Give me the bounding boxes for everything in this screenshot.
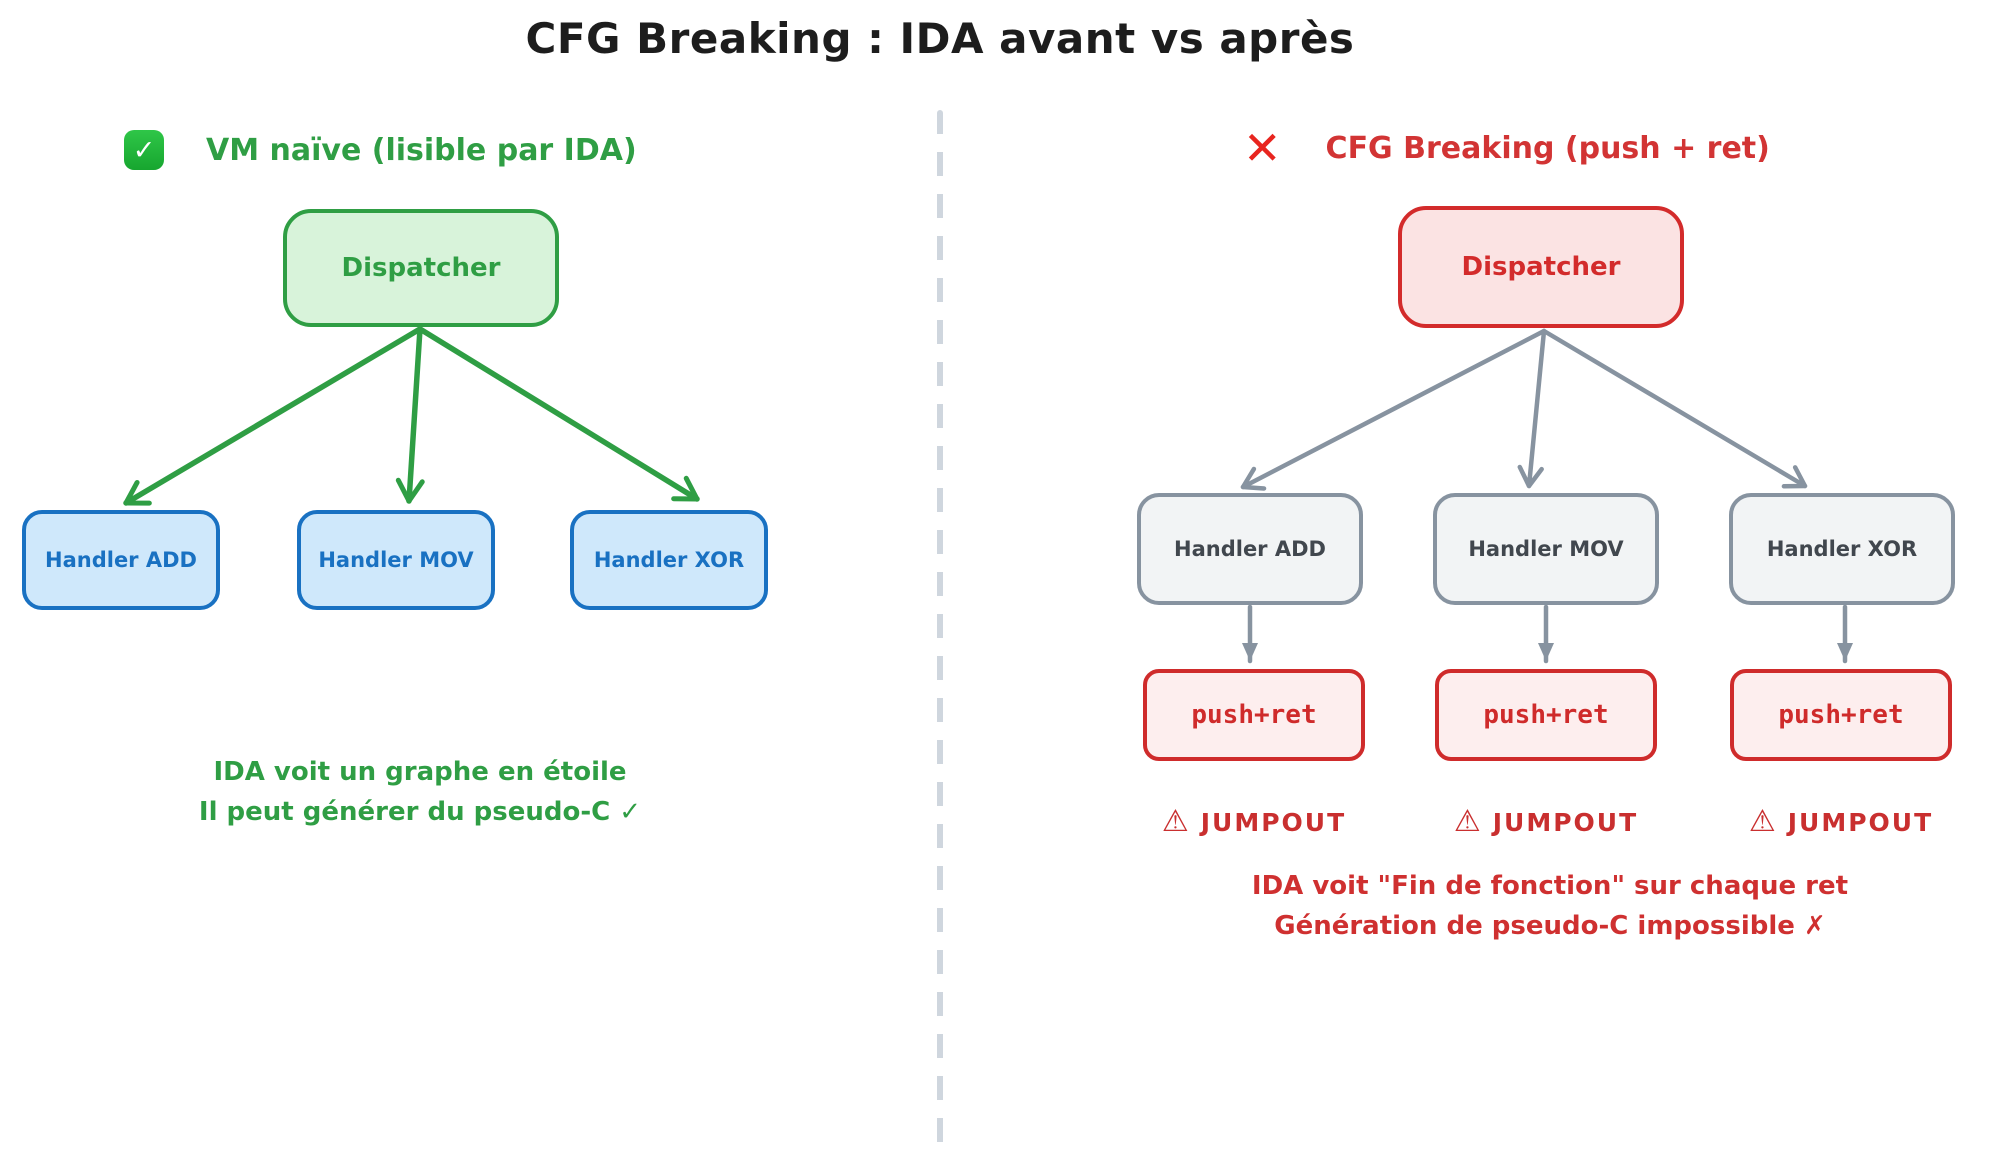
node-dispatcher-left: Dispatcher xyxy=(283,209,559,327)
left-panel-title: VM naïve (lisible par IDA) xyxy=(206,132,637,168)
node-pushret-xor: push+ret xyxy=(1730,669,1952,761)
node-handler-mov-left-label: Handler MOV xyxy=(318,548,474,572)
node-pushret-add: push+ret xyxy=(1143,669,1365,761)
right-panel-title: CFG Breaking (push + ret) xyxy=(1325,130,1770,166)
node-handler-add-right: Handler ADD xyxy=(1137,493,1363,605)
node-handler-xor-left: Handler XOR xyxy=(570,510,768,610)
jumpout-label-xor: ⚠ JUMPOUT xyxy=(1691,802,1991,842)
arrow-right-dispatcher-to-handler-mov xyxy=(1517,328,1547,489)
warning-icon: ⚠ xyxy=(1161,804,1189,839)
left-note-line2: Il peut générer du pseudo-C ✓ xyxy=(198,797,642,827)
left-note-line1: IDA voit un graphe en étoile xyxy=(213,757,627,787)
node-dispatcher-right: Dispatcher xyxy=(1398,206,1684,328)
right-panel-header: ✕ CFG Breaking (push + ret) xyxy=(1243,124,1770,172)
left-panel-header: ✓ VM naïve (lisible par IDA) xyxy=(124,126,637,174)
right-panel-note: IDA voit "Fin de fonction" sur chaque re… xyxy=(1210,866,1890,946)
node-handler-xor-right: Handler XOR xyxy=(1729,493,1955,605)
page-title: CFG Breaking : IDA avant vs après xyxy=(525,14,1355,63)
jumpout-label-add: ⚠ JUMPOUT xyxy=(1104,802,1404,842)
warning-icon: ⚠ xyxy=(1748,804,1776,839)
warning-icon: ⚠ xyxy=(1453,804,1481,839)
node-handler-mov-right: Handler MOV xyxy=(1433,493,1659,605)
node-dispatcher-right-label: Dispatcher xyxy=(1461,252,1621,282)
right-note-line2: Génération de pseudo-C impossible ✗ xyxy=(1274,911,1826,941)
arrow-left-dispatcher-to-handler-mov xyxy=(395,326,425,504)
node-pushret-mov: push+ret xyxy=(1435,669,1657,761)
node-handler-mov-right-label: Handler MOV xyxy=(1468,537,1624,561)
arrow-right-dispatcher-to-handler-add xyxy=(1240,328,1547,491)
node-pushret-mov-label: push+ret xyxy=(1483,700,1609,730)
jumpout-label-mov: ⚠ JUMPOUT xyxy=(1396,802,1696,842)
right-note-line1: IDA voit "Fin de fonction" sur chaque re… xyxy=(1251,871,1849,901)
node-pushret-xor-label: push+ret xyxy=(1778,700,1904,730)
check-icon: ✓ xyxy=(124,130,164,170)
arrow-right-dispatcher-to-handler-xor xyxy=(1541,328,1808,489)
node-pushret-add-label: push+ret xyxy=(1191,700,1317,730)
left-panel-note: IDA voit un graphe en étoile Il peut gén… xyxy=(70,752,770,832)
arrow-left-dispatcher-to-handler-add xyxy=(123,326,423,506)
jumpout-text: JUMPOUT xyxy=(1492,807,1639,837)
node-handler-xor-left-label: Handler XOR xyxy=(593,548,745,572)
node-handler-add-right-label: Handler ADD xyxy=(1174,537,1326,561)
cross-icon: ✕ xyxy=(1243,121,1282,175)
panel-divider xyxy=(937,110,943,1156)
node-dispatcher-left-label: Dispatcher xyxy=(341,253,501,283)
node-handler-xor-right-label: Handler XOR xyxy=(1766,537,1918,561)
jumpout-text: JUMPOUT xyxy=(1787,807,1934,837)
jumpout-text: JUMPOUT xyxy=(1200,807,1347,837)
node-handler-add-left: Handler ADD xyxy=(22,510,220,610)
arrow-left-dispatcher-to-handler-xor xyxy=(417,326,700,502)
node-handler-mov-left: Handler MOV xyxy=(297,510,495,610)
node-handler-add-left-label: Handler ADD xyxy=(45,548,197,572)
